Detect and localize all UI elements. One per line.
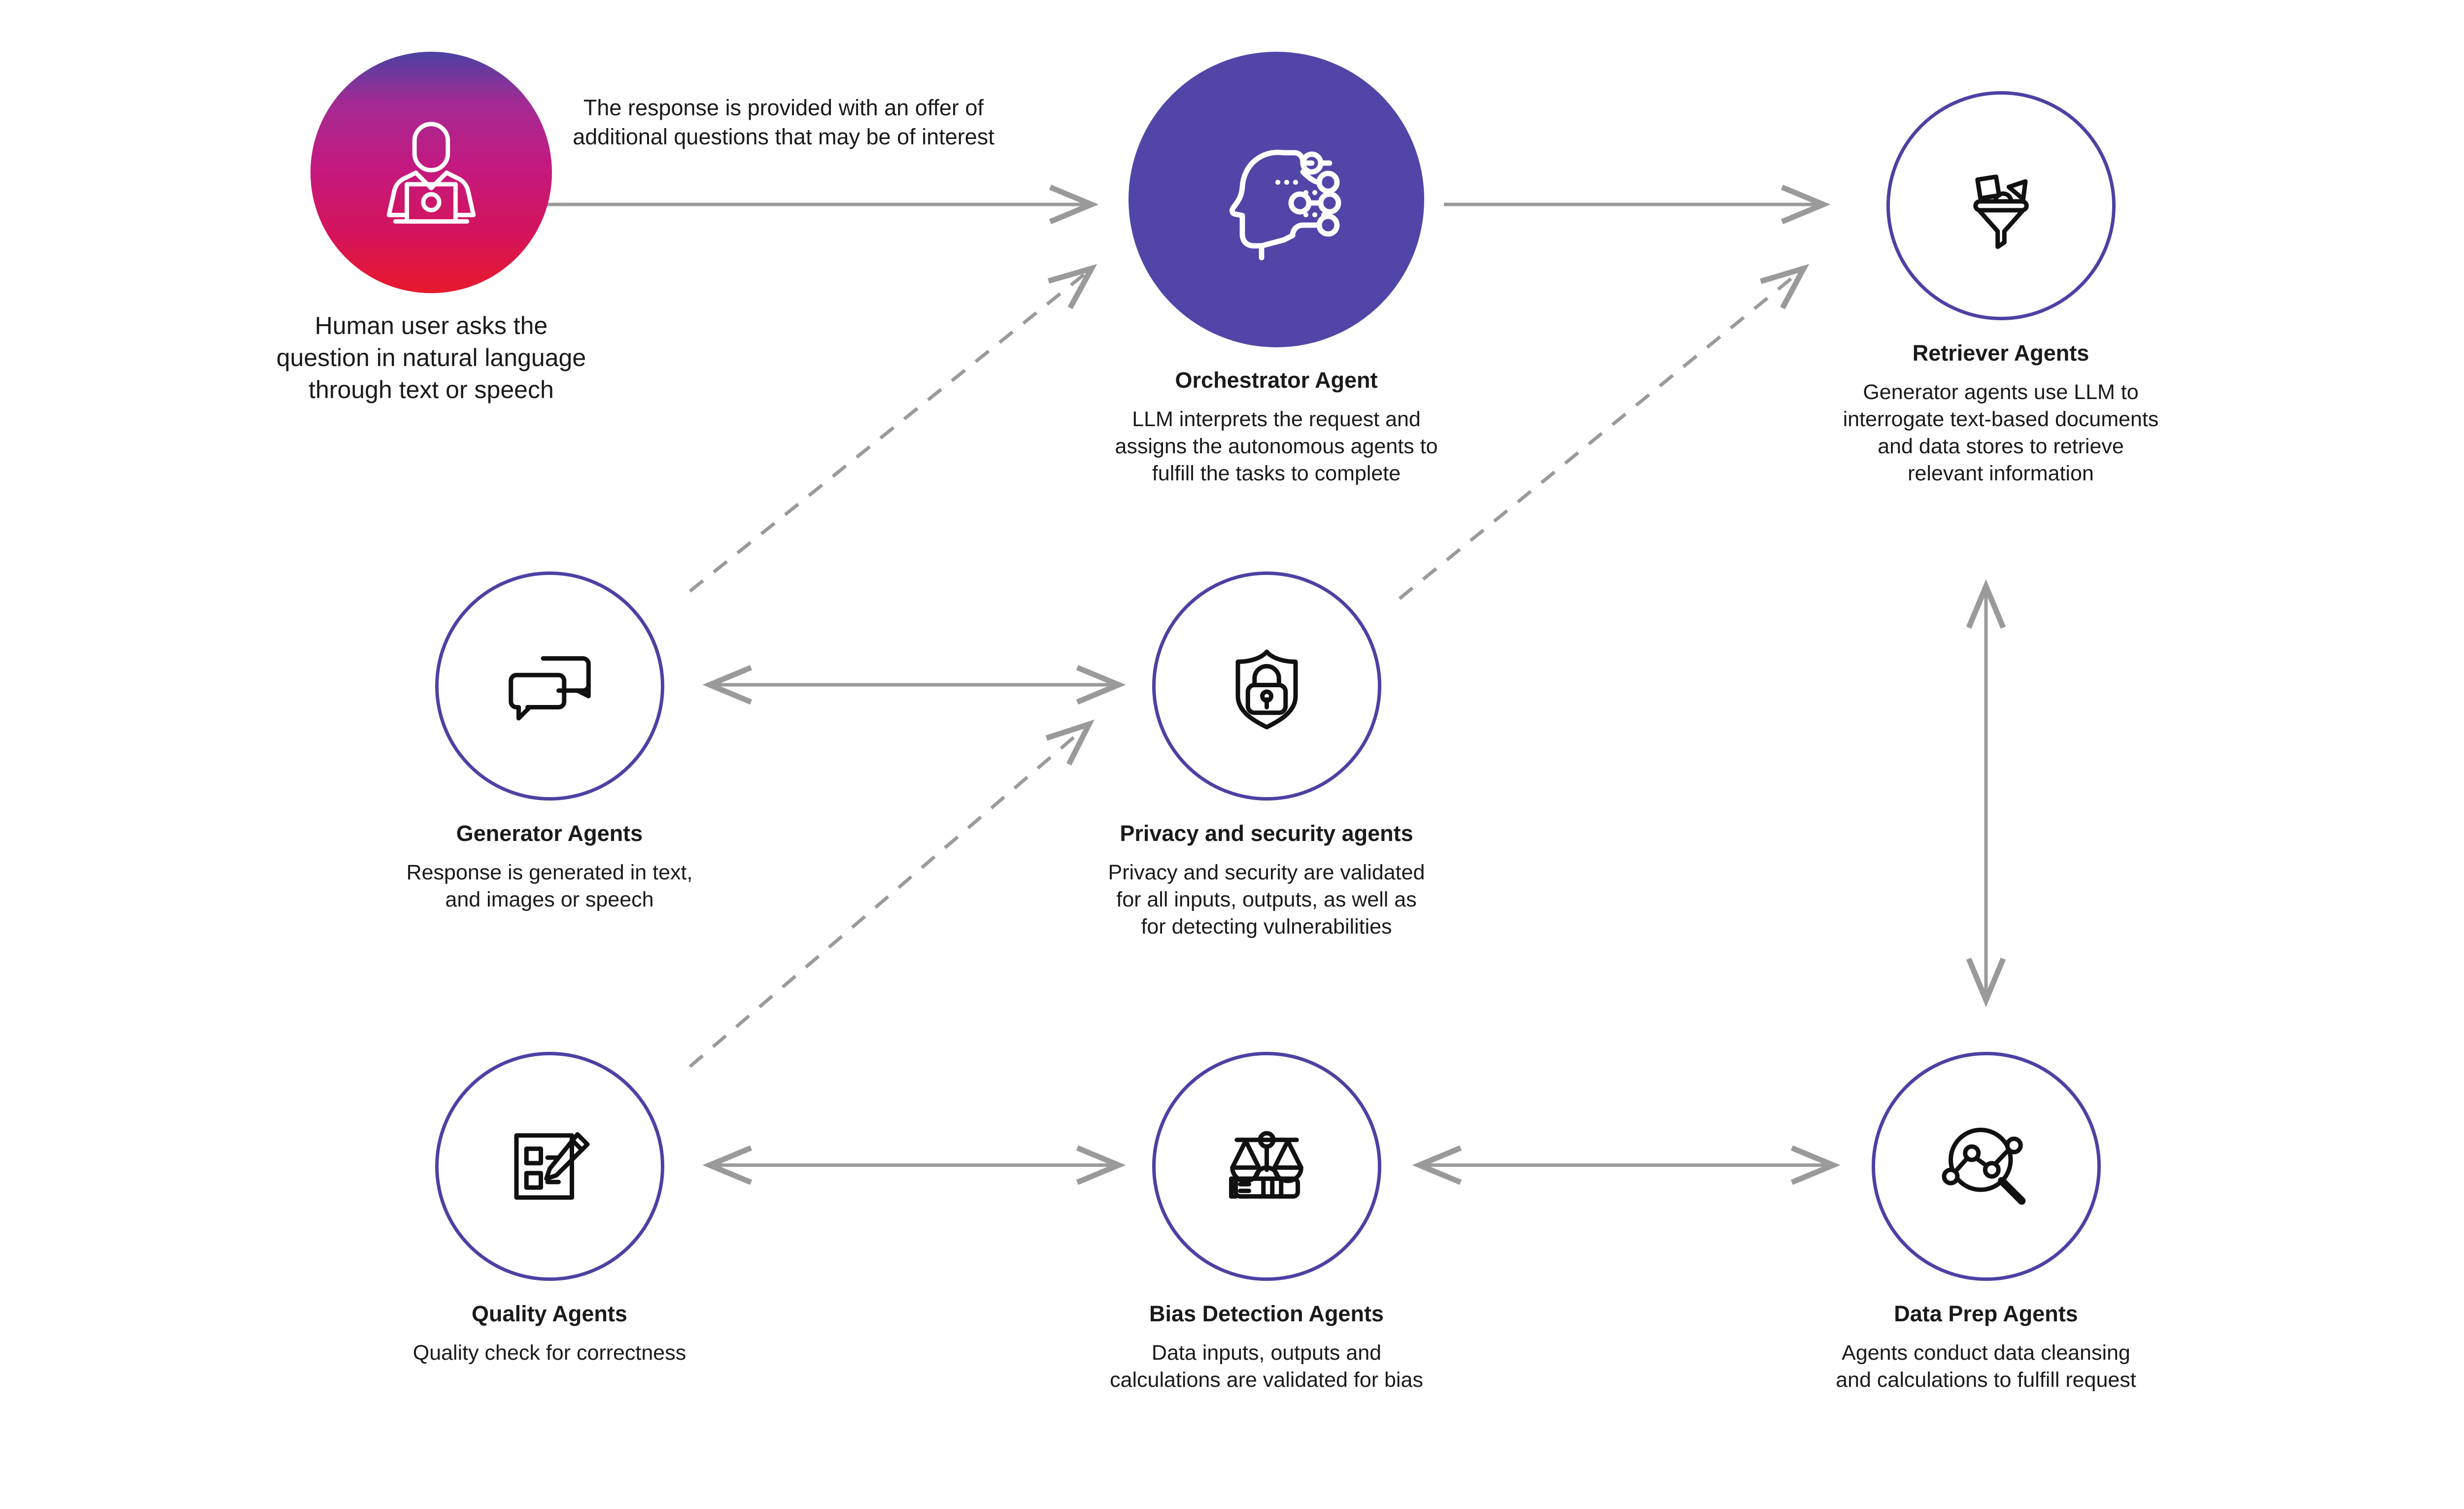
edge-label-human-orchestrator: The response is provided with an offer o… [573, 95, 994, 149]
privacy-title: Privacy and security agents [1120, 821, 1413, 846]
orchestrator-circle [1129, 52, 1424, 347]
quality-title: Quality Agents [472, 1301, 627, 1326]
funnel-filter-icon [1946, 149, 2056, 263]
shield-lock-icon [1211, 630, 1322, 743]
quality-description: Quality check for correctness [412, 1341, 686, 1365]
bias-title: Bias Detection Agents [1149, 1301, 1384, 1326]
generator-circle [435, 571, 664, 801]
node-orchestrator-agent: Orchestrator Agent LLM interprets the re… [1030, 52, 1523, 487]
person-at-laptop-icon [367, 107, 495, 238]
dataprep-title: Data Prep Agents [1894, 1301, 2078, 1326]
ai-head-circuit-icon [1202, 125, 1350, 275]
quality-circle [435, 1052, 664, 1281]
generator-title: Generator Agents [456, 821, 643, 846]
magnifier-data-icon [1931, 1110, 2042, 1223]
bias-circle [1152, 1052, 1381, 1281]
human-user-circle [310, 52, 552, 293]
retriever-title: Retriever Agents [1912, 340, 2089, 366]
node-generator-agents: Generator Agents Response is generated i… [303, 571, 796, 913]
scales-balance-icon [1211, 1110, 1322, 1223]
generator-description: Response is generated in text,and images… [406, 860, 693, 911]
privacy-circle [1152, 571, 1381, 801]
node-retriever-agents: Retriever Agents Generator agents use LL… [1754, 91, 2247, 487]
node-bias-detection-agents: Bias Detection Agents Data inputs, outpu… [1020, 1052, 1513, 1394]
node-data-prep-agents: Data Prep Agents Agents conduct data cle… [1740, 1052, 2232, 1394]
dataprep-circle [1871, 1052, 2101, 1281]
checklist-pencil-icon [494, 1110, 605, 1223]
node-privacy-security-agents: Privacy and security agents Privacy and … [1020, 571, 1513, 940]
retriever-circle [1886, 91, 2116, 320]
orchestrator-title: Orchestrator Agent [1175, 368, 1378, 393]
node-quality-agents: Quality Agents Quality check for correct… [303, 1052, 796, 1367]
chat-bubbles-icon [494, 630, 605, 743]
